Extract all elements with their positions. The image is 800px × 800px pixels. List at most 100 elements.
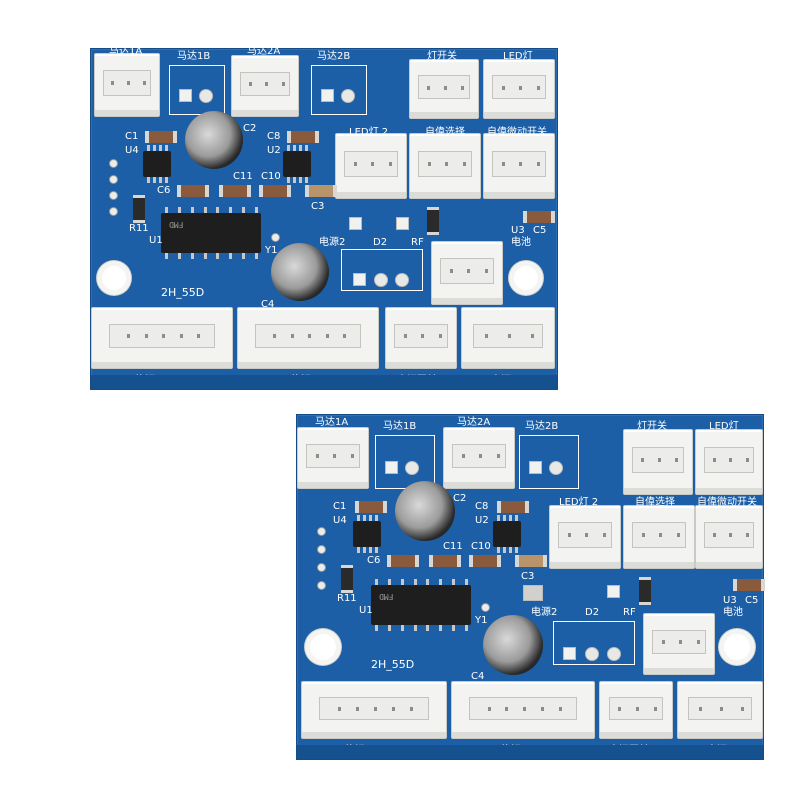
mounting-hole-left bbox=[305, 629, 341, 665]
connector-motor1a bbox=[297, 427, 369, 489]
smd-capacitor-c6 bbox=[387, 555, 419, 567]
connector-self-vibrate bbox=[483, 133, 555, 199]
ic-leg bbox=[165, 253, 168, 259]
label-knob2: 旋钮2 bbox=[501, 745, 528, 756]
smd-component-rf bbox=[427, 207, 439, 235]
ic-leg bbox=[413, 625, 417, 631]
ic-leg bbox=[515, 515, 518, 521]
ic-leg bbox=[400, 625, 404, 631]
via-1 bbox=[317, 527, 326, 536]
connector-pin bbox=[729, 458, 732, 463]
connector-pin bbox=[729, 533, 732, 538]
ic-leg bbox=[305, 177, 308, 183]
ic-leg bbox=[159, 177, 162, 183]
connector-pin bbox=[467, 269, 470, 274]
connector-pin bbox=[179, 334, 183, 339]
ic-leg bbox=[242, 253, 246, 259]
motor2b-round-pad bbox=[549, 461, 563, 475]
label-light-switch: 灯开关 bbox=[427, 51, 457, 62]
label-led-light: LED灯 bbox=[503, 51, 533, 62]
ic-leg bbox=[159, 145, 162, 151]
label-model: 2H_55D bbox=[161, 286, 205, 299]
connector-pin bbox=[567, 533, 571, 538]
smd-capacitor-c3 bbox=[305, 185, 337, 197]
connector-pin bbox=[558, 706, 562, 711]
label-led-light: LED灯 bbox=[709, 421, 739, 432]
ic-leg bbox=[255, 207, 258, 213]
ic-leg bbox=[426, 625, 430, 631]
connector-pin bbox=[273, 334, 276, 339]
via-y1 bbox=[481, 603, 490, 612]
ic-leg bbox=[216, 253, 220, 259]
connector-light-switch bbox=[623, 429, 693, 495]
ic-leg bbox=[190, 207, 194, 213]
power-round-pad-2 bbox=[395, 273, 409, 287]
label-model: 2H_55D bbox=[371, 658, 415, 671]
connector-pin bbox=[353, 162, 357, 167]
connector-pin bbox=[585, 533, 588, 538]
ic-leg bbox=[515, 547, 518, 553]
connector-pin bbox=[308, 334, 311, 339]
ic-leg bbox=[287, 145, 290, 151]
power-pad-frame bbox=[341, 249, 423, 291]
electrolytic-capacitor-c4 bbox=[483, 615, 543, 675]
connector-pin bbox=[197, 334, 200, 339]
smd-capacitor-c1 bbox=[145, 131, 177, 143]
motor1b-round-pad bbox=[199, 89, 213, 103]
connector-self-select bbox=[623, 505, 695, 569]
smd-capacitor-c5 bbox=[733, 579, 765, 591]
connector-pin bbox=[696, 640, 700, 645]
label-battery: 电池 bbox=[511, 237, 531, 248]
ic-u1-marking: FMD bbox=[169, 220, 184, 229]
connector-pin bbox=[248, 82, 252, 87]
connector-pin bbox=[699, 706, 702, 711]
connector-knob2 bbox=[237, 307, 379, 369]
smd-capacitor-c10 bbox=[259, 185, 291, 197]
connector-pin bbox=[540, 706, 544, 711]
label-motor2a: 马达2A bbox=[457, 417, 491, 428]
ic-leg bbox=[509, 547, 512, 553]
connector-motor2a bbox=[231, 55, 299, 117]
label-c1: C1 bbox=[333, 501, 347, 512]
ic-leg bbox=[363, 547, 366, 553]
smd-resistor-r11 bbox=[133, 195, 145, 223]
power-square-pad bbox=[563, 647, 576, 660]
connector-pin bbox=[745, 458, 749, 463]
connector-pin bbox=[333, 454, 336, 459]
ic-u2 bbox=[283, 145, 311, 183]
label-c2: C2 bbox=[453, 493, 467, 504]
ic-leg bbox=[229, 253, 233, 259]
motor1b-square-pad bbox=[385, 461, 398, 474]
connector-pin bbox=[403, 334, 407, 339]
connector-pin bbox=[265, 82, 268, 87]
motor1b-square-pad bbox=[179, 89, 192, 102]
label-self-select: 自偉选择 bbox=[425, 127, 465, 138]
ic-u1-marking: FMD bbox=[379, 592, 394, 601]
label-power: 电源 bbox=[707, 745, 727, 756]
smd-capacitor-c5 bbox=[523, 211, 555, 223]
connector-pin bbox=[388, 162, 392, 167]
d2-square-pad bbox=[607, 585, 620, 598]
smd-capacitor-c11 bbox=[219, 185, 251, 197]
power-round-pad-2 bbox=[607, 647, 621, 661]
label-u2: U2 bbox=[475, 515, 489, 526]
connector-pin bbox=[281, 82, 285, 87]
label-d2: D2 bbox=[373, 237, 388, 248]
via-2 bbox=[317, 545, 326, 554]
label-knob2: 旋钮2 bbox=[291, 375, 318, 386]
connector-pin bbox=[338, 706, 341, 711]
power2-square-pad bbox=[523, 585, 543, 601]
connector-power bbox=[461, 307, 555, 369]
connector-pin bbox=[290, 334, 294, 339]
ic-leg bbox=[287, 177, 290, 183]
label-motor2b: 马达2B bbox=[317, 51, 351, 62]
label-self-vibrate: 自偉微动开关 bbox=[697, 497, 757, 508]
ic-leg bbox=[299, 145, 302, 151]
ic-u1: FMD bbox=[371, 579, 471, 631]
connector-knob1 bbox=[91, 307, 233, 369]
label-c10: C10 bbox=[471, 541, 491, 552]
label-knob1: 旋钮1 bbox=[345, 745, 372, 756]
connector-pin bbox=[144, 334, 148, 339]
electrolytic-capacitor-c2 bbox=[185, 111, 243, 169]
label-c8: C8 bbox=[475, 501, 489, 512]
